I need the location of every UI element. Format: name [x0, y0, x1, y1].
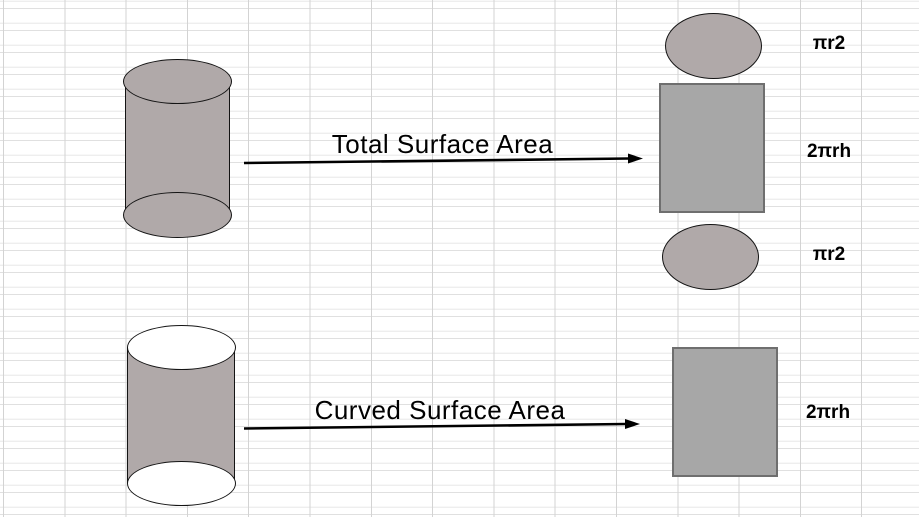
- total-surface-area-label: Total Surface Area: [331, 129, 554, 159]
- unfolded-lateral-rectangle-total: [659, 83, 765, 213]
- formula-bottom-circle: πr2: [812, 244, 846, 265]
- curved-surface-area-label: Curved Surface Area: [314, 395, 566, 425]
- total-surface-area-arrow: [243, 153, 643, 165]
- unfolded-top-circle: [665, 13, 762, 79]
- formula-lateral-curved: 2πrh: [805, 402, 851, 423]
- formula-top-circle: πr2: [812, 33, 846, 54]
- cylinder-total-top-ellipse: [123, 59, 232, 104]
- formula-lateral-total: 2πrh: [806, 141, 852, 162]
- cylinder-curved-bottom-ellipse: [127, 461, 236, 506]
- cylinder-total-bottom-ellipse: [123, 192, 232, 238]
- cylinder-curved-top-ellipse: [127, 325, 236, 370]
- unfolded-bottom-circle: [662, 224, 759, 290]
- unfolded-lateral-rectangle-curved: [672, 347, 778, 477]
- curved-surface-area-arrow: [243, 419, 640, 430]
